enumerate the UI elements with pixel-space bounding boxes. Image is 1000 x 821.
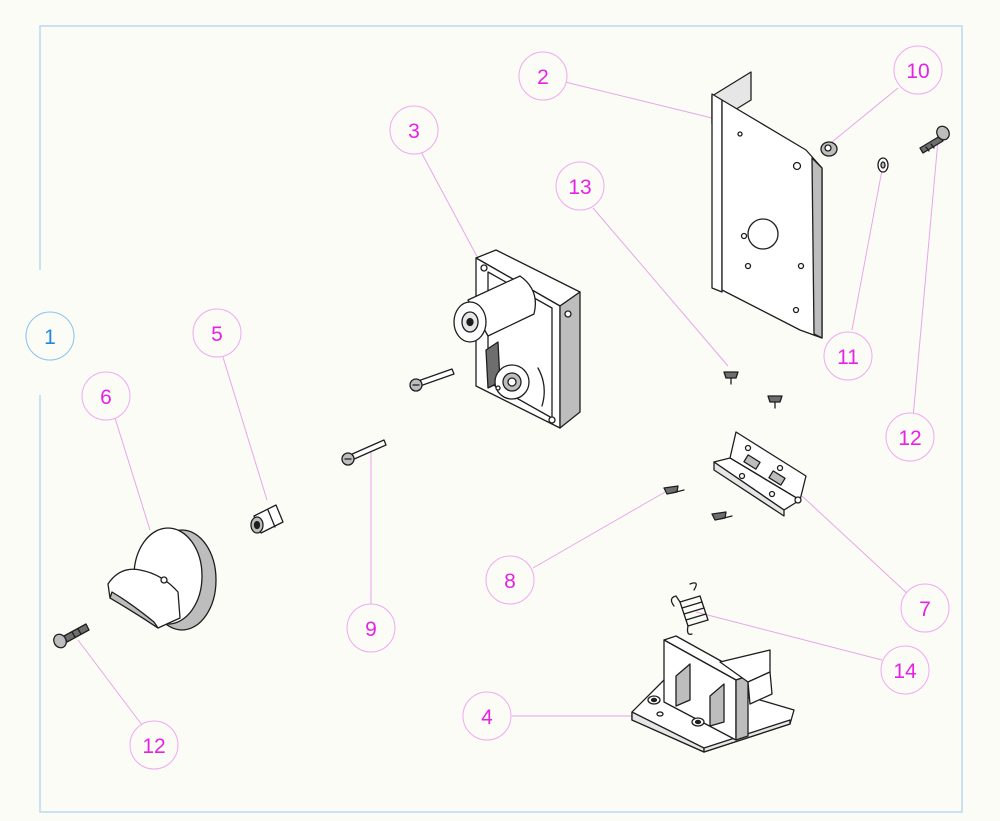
leader-6	[114, 417, 151, 531]
callout-3: 3	[389, 105, 439, 155]
callout-label: 5	[211, 323, 223, 346]
callout-14: 14	[880, 645, 930, 695]
leader-7	[801, 495, 911, 597]
callout-label: 10	[906, 60, 929, 83]
leader-12a	[912, 139, 939, 419]
callout-label: 2	[537, 66, 549, 89]
callout-4: 4	[462, 691, 512, 741]
part-nut	[820, 141, 838, 157]
part-standoff	[250, 504, 284, 534]
callout-label: 12	[142, 735, 165, 758]
part-motor-screw	[409, 368, 455, 392]
callout-5: 5	[192, 308, 242, 358]
part-hinge	[713, 431, 807, 517]
leader-5	[221, 353, 268, 501]
part-screw-lower	[53, 623, 90, 649]
callout-label: 7	[919, 598, 931, 621]
callout-6: 6	[81, 371, 131, 421]
leader-13	[592, 207, 729, 367]
callout-1: 1	[25, 311, 75, 361]
callout-label: 9	[365, 618, 377, 641]
part-gear-motor	[453, 249, 581, 429]
part-hinge-screws	[663, 485, 733, 521]
callout-label: 8	[504, 570, 516, 593]
part-spring	[670, 582, 709, 635]
part-washer	[877, 157, 889, 173]
leader-14	[695, 611, 883, 661]
callout-8: 8	[485, 555, 535, 605]
callout-11: 11	[823, 331, 873, 381]
callout-10: 10	[893, 45, 943, 95]
leader-10	[831, 87, 899, 143]
callout-label: 12	[898, 427, 921, 450]
leader-11	[851, 169, 883, 331]
callout-label: 1	[44, 326, 56, 349]
callout-label: 4	[481, 706, 493, 729]
leader-lines	[77, 81, 939, 726]
leader-12b	[77, 639, 143, 726]
leader-2	[564, 81, 713, 119]
part-screw-upper	[919, 125, 950, 154]
callouts: 1 2 3 4 5 6 7 8	[25, 45, 950, 770]
callout-label: 14	[893, 660, 917, 683]
leader-3	[419, 149, 481, 263]
part-small-screws	[723, 371, 783, 409]
part-knob	[107, 527, 217, 631]
callout-7: 7	[900, 583, 950, 633]
callout-label: 6	[100, 386, 112, 409]
drawing-frame	[39, 25, 963, 813]
callout-13: 13	[555, 161, 605, 211]
callout-label: 11	[837, 346, 859, 369]
callout-9: 9	[346, 603, 396, 653]
leader-8	[532, 491, 666, 569]
part-base-bracket	[631, 635, 795, 753]
callout-label: 13	[568, 176, 591, 199]
callout-2: 2	[518, 51, 568, 101]
part-pin-screw	[341, 439, 387, 466]
callout-label: 3	[408, 120, 420, 143]
callout-12-lower: 12	[129, 720, 179, 770]
callout-12-upper: 12	[885, 412, 935, 462]
part-mounting-plate	[711, 71, 823, 339]
